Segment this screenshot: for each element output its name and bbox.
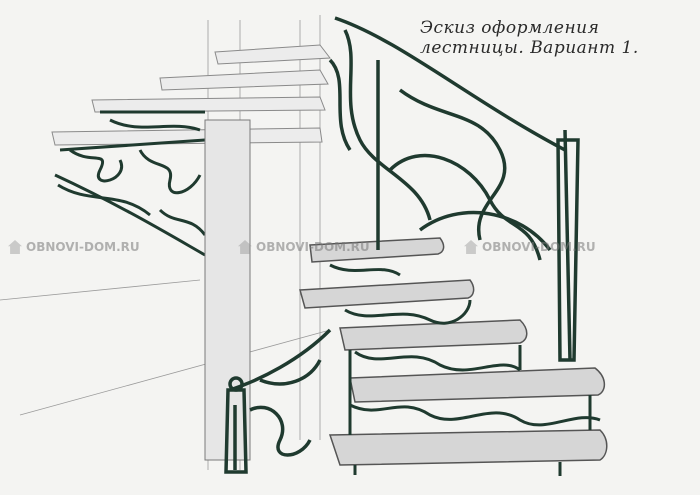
watermark-2: OBNOVI-DOM.RU bbox=[238, 236, 370, 258]
house-logo-icon bbox=[238, 240, 252, 254]
main-treads bbox=[299, 237, 608, 466]
caption-line-2: лестницы. Вариант 1. bbox=[420, 38, 639, 58]
left-balustrade bbox=[54, 110, 207, 257]
upper-treads bbox=[51, 44, 331, 146]
house-logo-icon bbox=[464, 240, 478, 254]
main-railing bbox=[328, 16, 580, 362]
watermark-text: OBNOVI-DOM.RU bbox=[256, 240, 370, 254]
watermark-3: OBNOVI-DOM.RU bbox=[464, 236, 596, 258]
watermark-text: OBNOVI-DOM.RU bbox=[482, 240, 596, 254]
step-ironwork bbox=[329, 263, 601, 476]
house-logo-icon bbox=[8, 240, 22, 254]
lower-railing bbox=[224, 328, 332, 474]
watermark-1: OBNOVI-DOM.RU bbox=[8, 236, 140, 258]
caption-line-1: Эскиз оформления bbox=[420, 18, 600, 38]
sketch-caption: Эскиз оформления лестницы. Вариант 1. bbox=[420, 18, 690, 58]
watermark-text: OBNOVI-DOM.RU bbox=[26, 240, 140, 254]
